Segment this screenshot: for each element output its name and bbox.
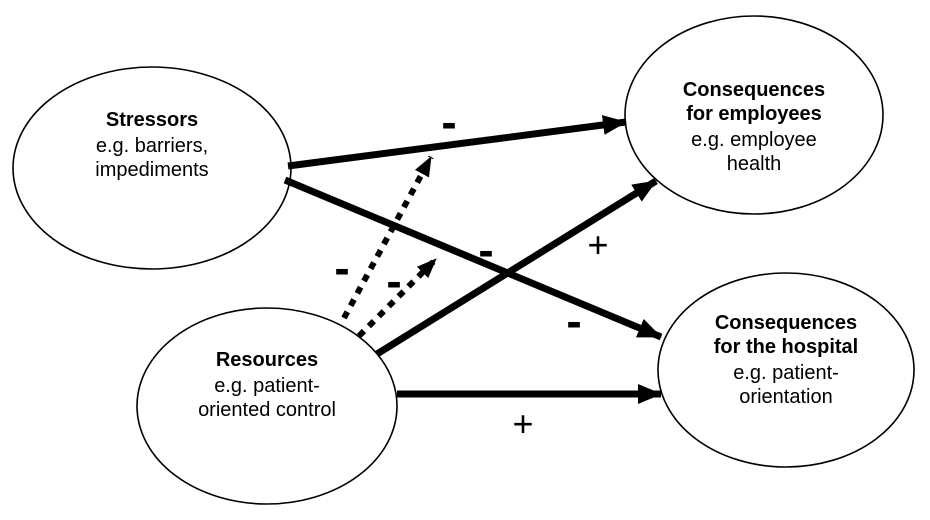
edge-resources-to-employees-arrow — [375, 178, 658, 357]
hospital-title-line: Consequences — [714, 312, 858, 334]
employees-subtitle-line: health — [726, 153, 782, 175]
employees-subtitle-line: e.g. employee — [691, 129, 817, 151]
moderator-resources-on-stressors-hospital-arrow — [356, 256, 439, 339]
moderator-resources-on-stressors-employees-arrow — [341, 155, 434, 320]
sign-resources-employees-plus: + — [587, 224, 609, 265]
sign-resources-hospital-plus: + — [512, 403, 534, 444]
sign-moderator-employees-minus: - — [334, 242, 350, 294]
sign-stressors-hospital-upper-minus: - — [478, 224, 494, 276]
stressors-subtitle-line: e.g. barriers, — [95, 135, 209, 157]
consequences-hospital-node-label: Consequences for the hospital e.g. patie… — [656, 311, 916, 409]
resources-subtitle-line: e.g. patient- — [214, 375, 320, 397]
resources-node-label: Resources e.g. patient- oriented control — [137, 348, 397, 422]
stressors-title: Stressors — [105, 109, 199, 131]
hospital-title-line: for the hospital — [713, 336, 859, 358]
edge-stressors-to-hospital-arrow — [283, 176, 663, 341]
edge-stressors-to-employees-arrow — [287, 115, 627, 170]
resources-title: Resources — [215, 349, 319, 371]
resources-node-shape — [136, 307, 398, 505]
stressors-node-label: Stressors e.g. barriers, impediments — [22, 108, 282, 182]
consequences-hospital-node-shape — [657, 272, 915, 468]
employees-title-line: Consequences — [682, 79, 826, 101]
resources-subtitle-line: oriented control — [198, 399, 336, 421]
sign-stressors-employees-minus: - — [441, 96, 457, 148]
consequences-employees-node-label: Consequences for employees e.g. employee… — [624, 78, 884, 176]
sign-moderator-hospital-minus: - — [386, 255, 402, 307]
hospital-subtitle-line: orientation — [739, 386, 833, 408]
sign-stressors-hospital-lower-minus: - — [566, 295, 582, 347]
stressors-subtitle-line: impediments — [95, 159, 209, 181]
employees-title-line: for employees — [686, 103, 822, 125]
consequences-employees-node-shape — [624, 15, 884, 215]
hospital-subtitle-line: e.g. patient- — [733, 362, 839, 384]
